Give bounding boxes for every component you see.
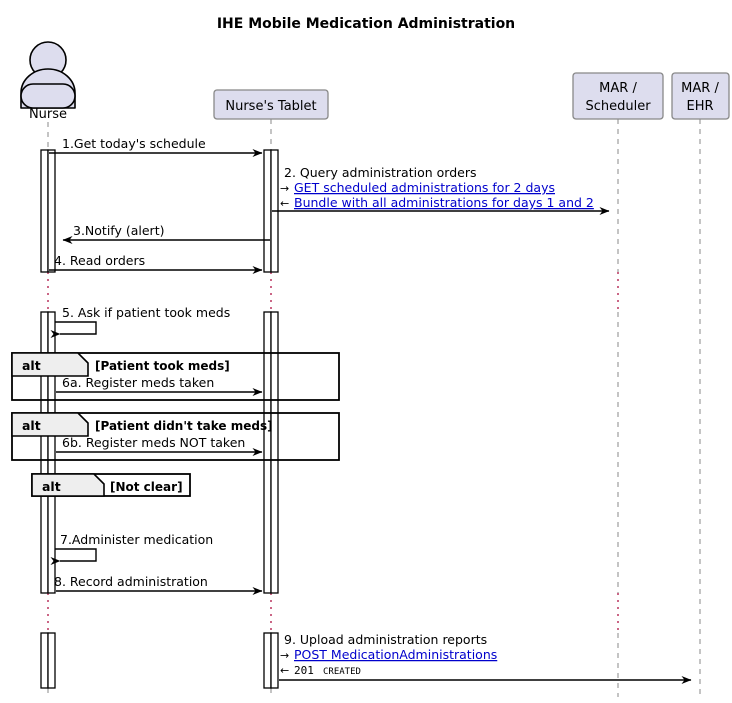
activation-bar xyxy=(263,311,272,594)
response-arrow-glyph-icon: ← xyxy=(280,664,289,677)
participant-label-scheduler-line1: MAR / xyxy=(599,81,637,96)
message-1: 1.Get today's schedule xyxy=(49,136,263,157)
fragment-alt-2: alt [Patient didn't take meds] 6b. Regis… xyxy=(11,412,340,461)
fragment-alt-1: alt [Patient took meds] 6a. Register med… xyxy=(11,352,340,401)
fragment-condition-1: [Patient took meds] xyxy=(95,359,230,373)
message-3: 3.Notify (alert) xyxy=(62,223,270,244)
fragment-condition-3: [Not clear] xyxy=(110,480,183,494)
participant-box-tablet xyxy=(213,89,329,120)
message-label-1: 1.Get today's schedule xyxy=(62,136,206,151)
message-label-4: 4. Read orders xyxy=(54,253,145,268)
participant-label-nurse: Nurse xyxy=(29,107,67,122)
message-label-2: 2. Query administration orders xyxy=(284,165,476,180)
message-9-status-text: CREATED xyxy=(323,667,361,677)
message-label-5: 5. Ask if patient took meds xyxy=(62,305,230,320)
fragment-condition-2: [Patient didn't take meds] xyxy=(95,419,273,433)
activation-bar xyxy=(47,632,56,689)
fragment-header-pentagon xyxy=(11,352,89,377)
message-label-8: 8. Record administration xyxy=(54,574,208,589)
message-4: 4. Read orders xyxy=(49,253,263,274)
activation-bar xyxy=(270,311,279,594)
request-arrow-glyph-icon: → xyxy=(280,182,289,195)
message-label-9: 9. Upload administration reports xyxy=(284,632,487,647)
message-2-sub-request-link[interactable]: GET scheduled administrations for 2 days xyxy=(294,180,555,195)
message-2-sub-response-link[interactable]: Bundle with all administrations for days… xyxy=(294,195,594,210)
diagram-title: IHE Mobile Medication Administration xyxy=(217,16,515,32)
participant-scheduler[interactable]: MAR / Scheduler xyxy=(572,72,664,120)
message-label-6a: 6a. Register meds taken xyxy=(62,375,214,390)
fragment-header-pentagon xyxy=(11,412,89,437)
activation-bar xyxy=(270,632,279,689)
fragment-label-1: alt xyxy=(22,358,41,373)
message-label-3: 3.Notify (alert) xyxy=(73,223,164,238)
participant-label-ehr-line2: EHR xyxy=(686,99,713,114)
participant-box-ehr xyxy=(671,72,730,120)
message-label-7: 7.Administer medication xyxy=(60,532,213,547)
fragment-alt-3: alt [Not clear] xyxy=(31,473,191,497)
participant-tablet[interactable]: Nurse's Tablet xyxy=(213,89,329,120)
message-9: 9. Upload administration reports → POST … xyxy=(279,632,692,684)
activation-bar xyxy=(47,149,56,273)
message-9-status-code: 201 xyxy=(294,664,314,677)
participant-ehr[interactable]: MAR / EHR xyxy=(671,72,730,120)
message-2: 2. Query administration orders → GET sch… xyxy=(272,165,610,215)
participant-label-scheduler-line2: Scheduler xyxy=(585,99,651,114)
message-9-sub-request-link[interactable]: POST MedicationAdministrations xyxy=(294,647,497,662)
participant-nurse[interactable]: Nurse xyxy=(20,41,76,122)
response-arrow-glyph-icon: ← xyxy=(280,197,289,210)
message-8: 8. Record administration xyxy=(54,574,263,595)
fragment-label-3: alt xyxy=(42,479,61,494)
participant-label-ehr-line1: MAR / xyxy=(681,81,719,96)
participant-label-tablet: Nurse's Tablet xyxy=(225,99,316,114)
activation-bar xyxy=(263,632,272,689)
request-arrow-glyph-icon: → xyxy=(280,649,289,662)
message-label-6b: 6b. Register meds NOT taken xyxy=(62,435,245,450)
activation-bar xyxy=(263,149,272,273)
activation-nurse xyxy=(40,149,56,689)
message-7-self: 7.Administer medication xyxy=(50,532,213,565)
activation-bar xyxy=(40,632,49,689)
fragment-header-pentagon xyxy=(31,473,105,497)
activation-bar xyxy=(40,149,49,273)
participant-box-scheduler xyxy=(572,72,664,120)
activation-bar xyxy=(47,311,56,594)
message-5-self: 5. Ask if patient took meds xyxy=(50,305,230,338)
fragment-label-2: alt xyxy=(22,418,41,433)
actor-shoulders-icon xyxy=(20,83,76,109)
